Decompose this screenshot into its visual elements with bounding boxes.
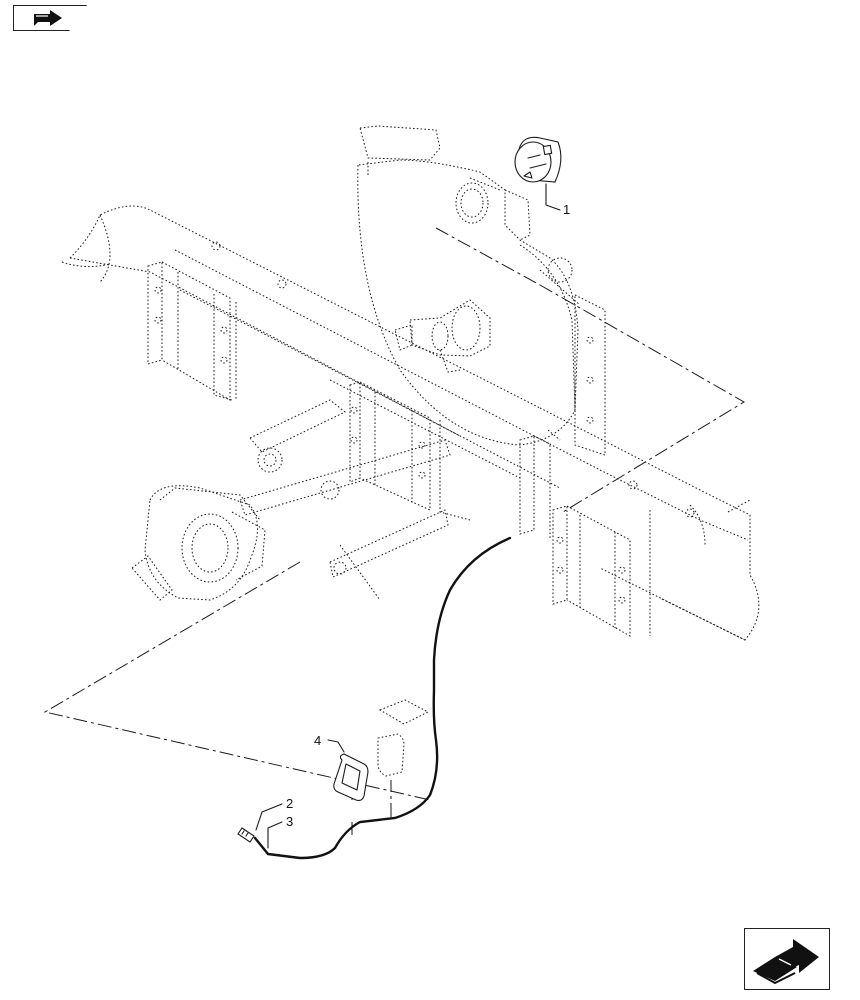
drive-linkage-arm — [239, 399, 451, 601]
sensor-hose-part-3 — [253, 536, 512, 860]
side-plate — [574, 294, 606, 456]
callout-label-2: 2 — [286, 796, 293, 811]
next-page-arrow-icon — [753, 939, 819, 985]
callout-4[interactable]: 4 — [314, 733, 345, 753]
grommet-seal-part-4 — [333, 753, 369, 802]
fan-hub-shaft — [394, 299, 491, 373]
callout-label-3: 3 — [286, 814, 293, 829]
callout-label-4: 4 — [314, 733, 321, 748]
gasket-outline-upper — [378, 699, 430, 725]
pressure-gauge-part-1 — [514, 136, 562, 183]
callout-2[interactable]: 2 — [255, 796, 293, 831]
right-frame-beam — [539, 407, 760, 641]
hose-fitting-part-2 — [237, 827, 255, 843]
fan-housing — [357, 125, 581, 446]
previous-page-button[interactable] — [13, 5, 87, 31]
right-mount-bracket — [519, 435, 695, 637]
callout-3[interactable]: 3 — [267, 814, 293, 849]
center-mount-bracket — [349, 381, 471, 521]
gearbox-housing — [131, 485, 266, 601]
gasket-outline-lower — [377, 733, 405, 777]
left-mount-bracket — [147, 241, 287, 401]
main-frame-beam — [61, 205, 601, 489]
callout-label-1: 1 — [563, 202, 570, 217]
callout-1[interactable]: 1 — [545, 183, 570, 217]
previous-page-arrow-icon — [34, 10, 62, 26]
assembly-centerlines — [43, 227, 745, 835]
next-page-button[interactable] — [744, 928, 830, 990]
